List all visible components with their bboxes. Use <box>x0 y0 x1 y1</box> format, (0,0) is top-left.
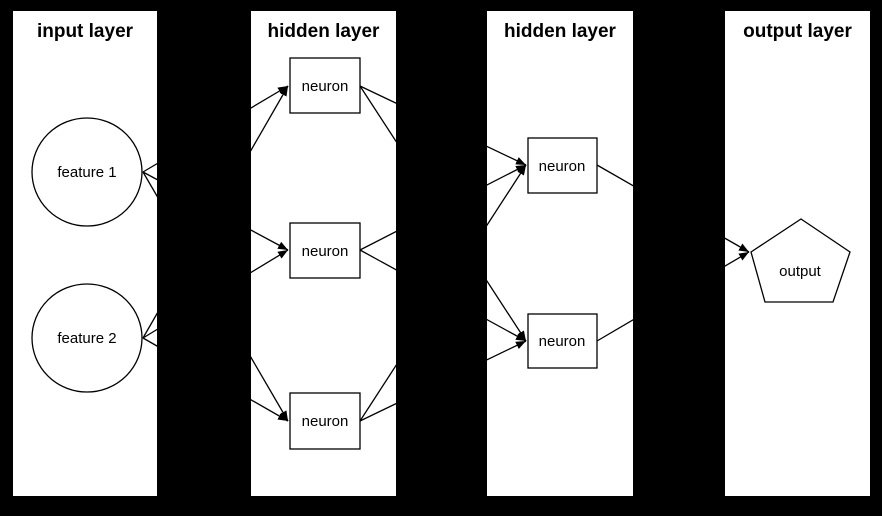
edge-h1n3-h2n2 <box>359 340 527 422</box>
output-pentagon <box>750 218 851 303</box>
edge-feature2-h1n2 <box>142 249 289 339</box>
edge-feature1-h1n1 <box>142 85 289 173</box>
panel-hidden-layer-2 <box>487 11 633 496</box>
hidden-layer-1-title: hidden layer <box>268 21 381 42</box>
h1n2-box <box>289 222 361 279</box>
output-label: output <box>779 263 822 280</box>
edge-feature2-h1n1 <box>142 85 289 339</box>
edge-h1n2-h2n2 <box>359 249 527 342</box>
node-feature1: feature 1 <box>31 117 143 227</box>
edge-h2n2-output <box>596 251 750 342</box>
h2n2-label: neuron <box>539 333 586 350</box>
edge-feature2-h1n3 <box>142 337 289 422</box>
h1n3-label: neuron <box>302 413 349 430</box>
node-h2n2: neuron <box>527 313 598 369</box>
h2n2-box <box>527 313 598 369</box>
edge-feature1-h1n3 <box>142 171 289 422</box>
h1n1-label: neuron <box>302 78 349 95</box>
input-layer-title: input layer <box>37 21 134 42</box>
node-h1n3: neuron <box>289 392 361 450</box>
edge-h1n2-h2n1 <box>359 164 527 251</box>
h1n2-label: neuron <box>302 243 349 260</box>
node-h1n1: neuron <box>289 57 361 114</box>
node-output: output <box>750 218 851 303</box>
node-feature2: feature 2 <box>31 283 143 393</box>
node-h2n1: neuron <box>527 137 598 194</box>
node-h1n2: neuron <box>289 222 361 279</box>
h2n1-label: neuron <box>539 158 586 175</box>
hidden-layer-2-title: hidden layer <box>504 21 617 42</box>
feature1-circle <box>31 117 143 227</box>
output-layer-title: output layer <box>743 21 852 42</box>
edge-h1n3-h2n1 <box>359 164 527 422</box>
feature1-label: feature 1 <box>57 164 116 181</box>
feature2-label: feature 2 <box>57 330 116 347</box>
edge-h1n1-h2n1 <box>359 85 527 166</box>
h1n3-box <box>289 392 361 450</box>
h1n1-box <box>289 57 361 114</box>
edge-h1n1-h2n2 <box>359 85 527 342</box>
panel-input-layer <box>13 11 157 496</box>
edge-h2n1-output <box>596 164 750 253</box>
feature2-circle <box>31 283 143 393</box>
edges <box>142 85 750 422</box>
h2n1-box <box>527 137 598 194</box>
